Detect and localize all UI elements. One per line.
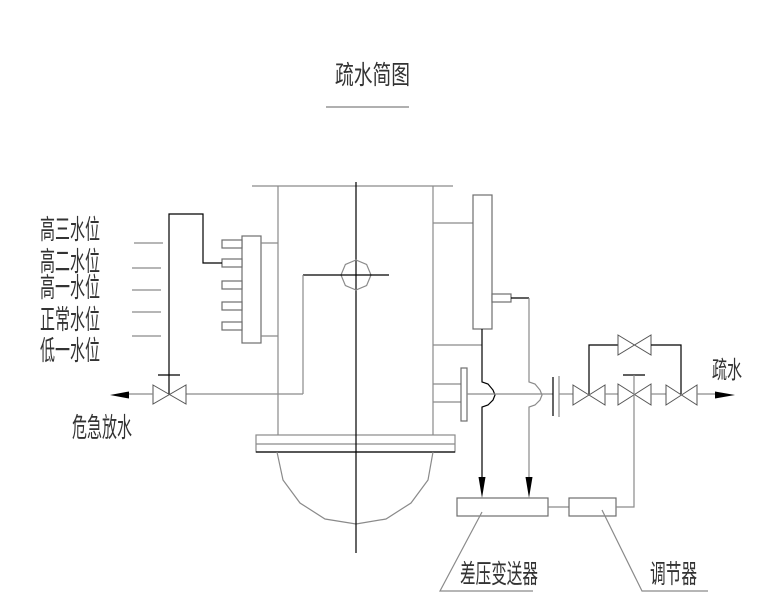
outlet-drain-line: 疏水 xyxy=(433,356,742,422)
dp-transmitter-label: 差压变送器 xyxy=(460,560,538,590)
diagram-title: 疏水简图 xyxy=(335,61,410,91)
drain-outlet-arrow-icon xyxy=(715,391,735,399)
vessel-bottom-head xyxy=(276,451,434,525)
dp-transmitter-leader xyxy=(439,511,533,592)
regulator-box xyxy=(568,497,617,517)
regulator-label: 调节器 xyxy=(650,560,697,590)
control-instruments: 差压变送器 调节器 xyxy=(439,375,708,592)
bypass-pipe-right xyxy=(651,344,682,394)
emergency-valve-signal-line xyxy=(168,213,222,394)
right-gauge-body xyxy=(472,194,493,330)
emergency-drain-label: 危急放水 xyxy=(72,413,132,444)
impulse-line-low xyxy=(481,329,496,477)
level-gauge-contact-2 xyxy=(221,258,243,268)
bypass-line xyxy=(588,334,682,394)
level-label-normal: 正常水位 xyxy=(40,305,100,336)
regulator-leader xyxy=(601,509,708,592)
level-gauge-body xyxy=(241,235,262,344)
level-gauge-contact-5 xyxy=(221,321,243,331)
impulse-low-arrow-icon xyxy=(478,477,486,498)
level-label-high-2: 高二水位 xyxy=(40,247,100,278)
emergency-drain-line: 危急放水 xyxy=(72,374,303,444)
impulse-line-high xyxy=(528,298,543,477)
left-level-gauge xyxy=(168,213,278,394)
right-level-gauge xyxy=(433,194,543,498)
level-gauge-contact-3 xyxy=(221,280,243,290)
level-gauge-contact-4 xyxy=(221,301,243,311)
drain-outlet-label: 疏水 xyxy=(712,356,742,384)
level-marker-lines xyxy=(132,242,163,337)
level-label-low-1: 低一水位 xyxy=(40,336,100,367)
outlet-flange xyxy=(460,367,468,422)
emergency-drain-valve-icon xyxy=(152,384,187,405)
drain-vessel xyxy=(252,182,456,553)
outlet-isolation-valve-icon xyxy=(665,384,698,406)
level-label-high-3: 高三水位 xyxy=(40,215,100,246)
regulator-to-valve-signal-line xyxy=(616,375,635,508)
bypass-valve-icon xyxy=(617,334,652,356)
water-level-labels: 高三水位 高二水位 高一水位 正常水位 低一水位 xyxy=(40,215,100,367)
right-gauge-stub xyxy=(491,293,512,303)
impulse-high-arrow-icon xyxy=(525,477,533,498)
emergency-drain-arrow-icon xyxy=(110,391,129,399)
inlet-isolation-valve-icon xyxy=(572,384,606,406)
level-label-high-1: 高一水位 xyxy=(40,273,100,304)
level-gauge-contact-1 xyxy=(221,239,243,249)
bypass-pipe-left xyxy=(588,344,618,394)
dp-transmitter-box xyxy=(456,497,549,517)
